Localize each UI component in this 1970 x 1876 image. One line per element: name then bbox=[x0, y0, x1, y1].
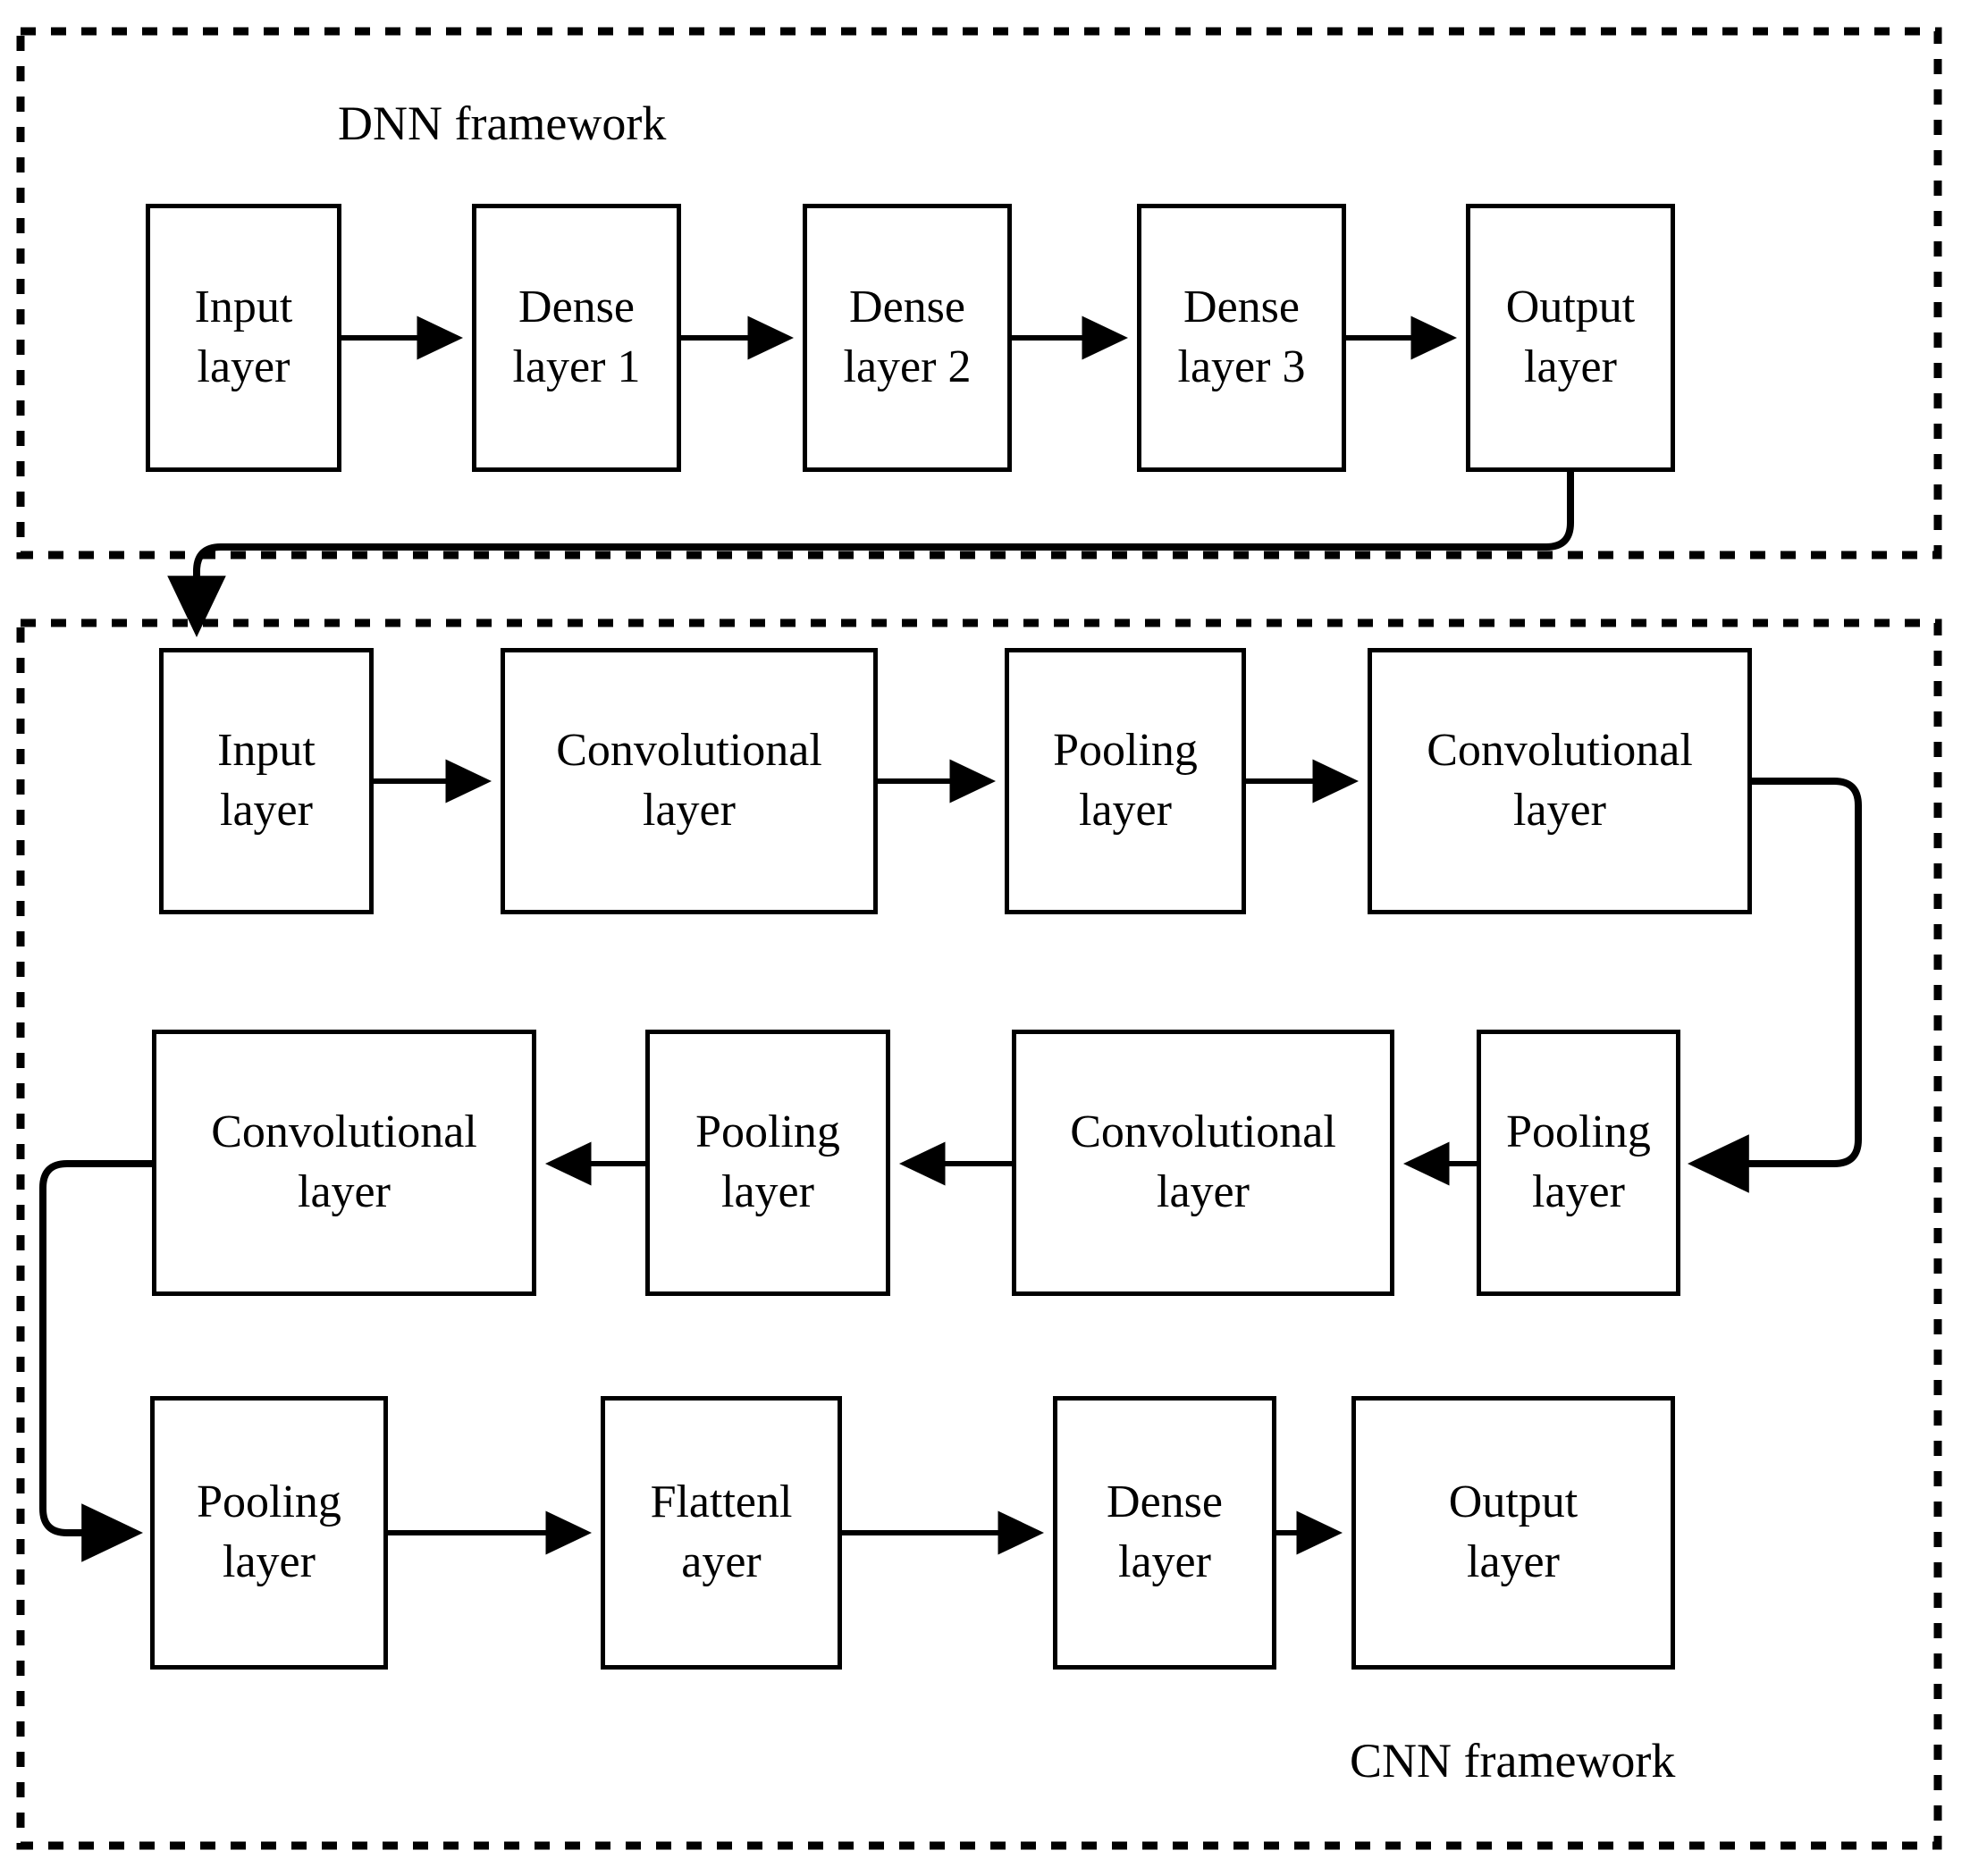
node-label: Dense layer 1 bbox=[512, 282, 641, 392]
node-cnn-pooling-layer-2[interactable]: Pooling layer bbox=[645, 1030, 890, 1296]
cnn-framework-label: CNN framework bbox=[1350, 1734, 1676, 1788]
node-label: Input layer bbox=[217, 725, 316, 836]
node-dnn-dense-layer-1[interactable]: Dense layer 1 bbox=[472, 204, 681, 472]
node-label: Pooling layer bbox=[197, 1476, 341, 1587]
node-cnn-pooling-layer-4[interactable]: Pooling layer bbox=[150, 1396, 388, 1670]
node-dnn-dense-layer-2[interactable]: Dense layer 2 bbox=[803, 204, 1012, 472]
node-label: Convolutional layer bbox=[1070, 1106, 1336, 1217]
node-dnn-dense-layer-3[interactable]: Dense layer 3 bbox=[1137, 204, 1346, 472]
connector-cnn-conv2-to-pool3 bbox=[1687, 778, 1862, 1193]
node-cnn-output-layer[interactable]: Output layer bbox=[1351, 1396, 1675, 1670]
node-cnn-pooling-layer-3[interactable]: Pooling layer bbox=[1477, 1030, 1680, 1296]
node-cnn-flatten-layer[interactable]: Flattenl ayer bbox=[601, 1396, 842, 1670]
node-cnn-convolutional-layer-3[interactable]: Convolutional layer bbox=[152, 1030, 536, 1296]
node-cnn-convolutional-layer-1[interactable]: Convolutional layer bbox=[501, 648, 878, 914]
node-dnn-input-layer[interactable]: Input layer bbox=[146, 204, 341, 472]
node-label: Convolutional layer bbox=[211, 1106, 477, 1217]
node-label: Flattenl ayer bbox=[650, 1476, 793, 1587]
node-label: Convolutional layer bbox=[1427, 725, 1693, 836]
node-label: Pooling layer bbox=[1053, 725, 1198, 836]
dnn-framework-label: DNN framework bbox=[338, 97, 667, 150]
dnn-framework-border bbox=[16, 27, 1942, 559]
node-cnn-input-layer[interactable]: Input layer bbox=[159, 648, 374, 914]
node-cnn-convolutional-layer-4[interactable]: Convolutional layer bbox=[1012, 1030, 1394, 1296]
connector-dnn-output-to-cnn-input bbox=[167, 472, 1574, 638]
connector-cnn-conv3-to-pool4 bbox=[39, 1160, 152, 1562]
node-cnn-pooling-layer-1[interactable]: Pooling layer bbox=[1005, 648, 1246, 914]
node-label: Input layer bbox=[194, 282, 293, 392]
node-label: Output layer bbox=[1448, 1476, 1579, 1587]
node-cnn-convolutional-layer-2[interactable]: Convolutional layer bbox=[1368, 648, 1752, 914]
node-label: Pooling layer bbox=[695, 1106, 840, 1217]
node-label: Pooling layer bbox=[1506, 1106, 1651, 1217]
node-label: Dense layer bbox=[1107, 1476, 1223, 1587]
node-label: Dense layer 3 bbox=[1177, 282, 1306, 392]
cnn-framework-border bbox=[16, 618, 1942, 1850]
node-dnn-output-layer[interactable]: Output layer bbox=[1466, 204, 1675, 472]
node-label: Output layer bbox=[1505, 282, 1636, 392]
node-label: Dense layer 2 bbox=[843, 282, 972, 392]
node-cnn-dense-layer[interactable]: Dense layer bbox=[1053, 1396, 1276, 1670]
node-label: Convolutional layer bbox=[556, 725, 822, 836]
